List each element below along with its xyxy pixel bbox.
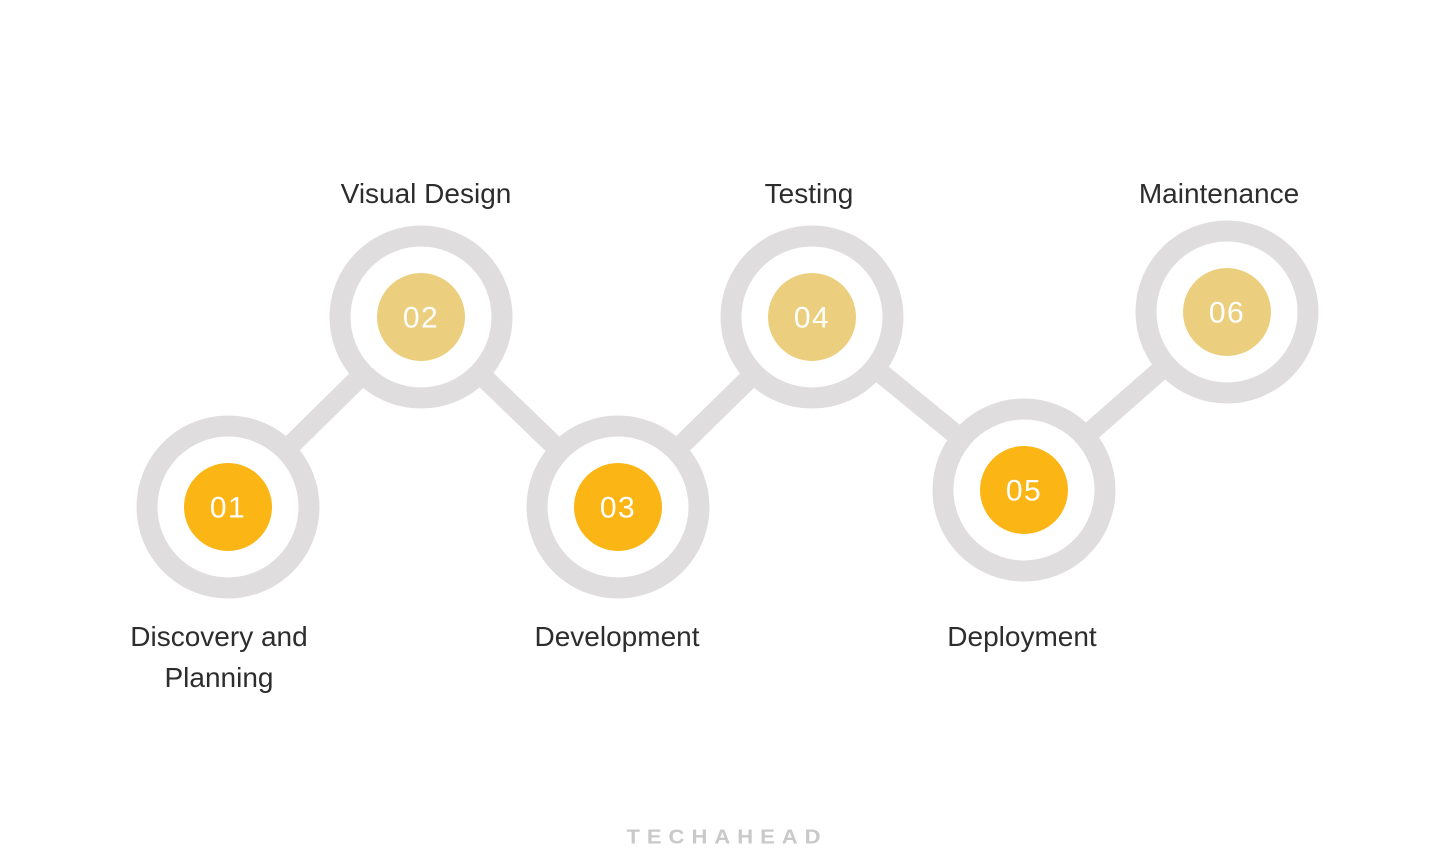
step-node-4: 04 [720, 225, 904, 409]
step-node-6: 06 [1135, 220, 1319, 404]
step-node-5: 05 [932, 398, 1116, 582]
step-1-number: 01 [210, 492, 246, 525]
step-label-deployment: Deployment [947, 621, 1097, 652]
step-5-badge [980, 446, 1068, 534]
step-4-number: 04 [794, 302, 830, 335]
step-6-badge [1183, 268, 1271, 356]
techahead-logo: TECHAHEAD [626, 825, 828, 849]
step-label-testing: Testing [764, 178, 854, 209]
step-4-badge [768, 273, 856, 361]
step-6-number: 06 [1209, 297, 1245, 330]
step-5-number: 05 [1006, 475, 1042, 508]
step-label-development: Development [534, 621, 700, 652]
step-3-number: 03 [600, 492, 636, 525]
step-label-visual-design: Visual Design [340, 178, 512, 209]
step-2-number: 02 [403, 302, 439, 335]
step-3-badge [574, 463, 662, 551]
step-node-3: 03 [526, 415, 710, 599]
step-node-1: 01 [136, 415, 320, 599]
step-node-2: 02 [329, 225, 513, 409]
step-1-badge [184, 463, 272, 551]
step-label-maintenance: Maintenance [1138, 178, 1300, 209]
step-label-discovery-and-planning: Discovery and Planning [130, 621, 308, 693]
step-2-badge [377, 273, 465, 361]
